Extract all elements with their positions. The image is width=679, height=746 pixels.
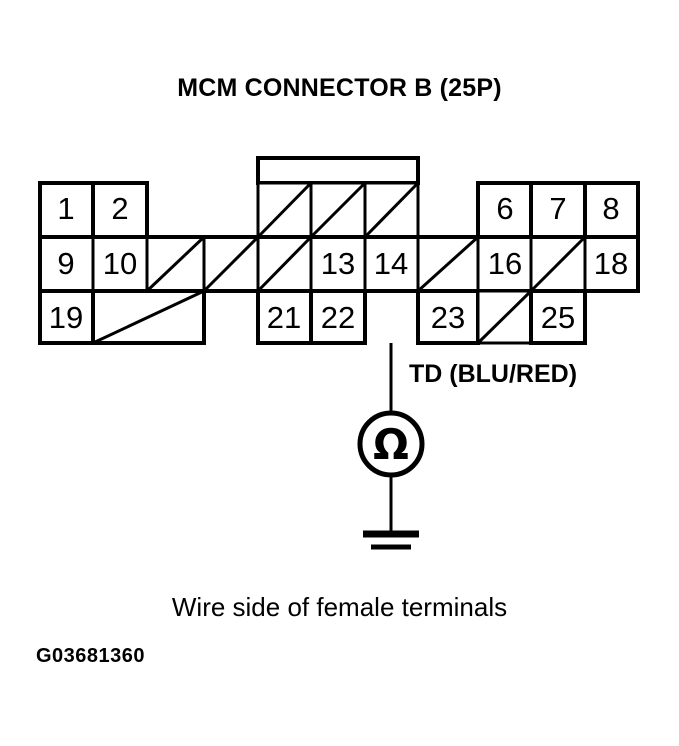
ohm-icon: Ω xyxy=(373,420,409,469)
blank-diagonal-3 xyxy=(256,181,313,239)
terminal-label-9: 9 xyxy=(57,246,74,281)
connector-latch-tab xyxy=(256,156,420,185)
connector-center-top-tab xyxy=(256,156,420,185)
diagram-caption: Wire side of female terminals xyxy=(171,592,508,622)
terminal-cell-25 xyxy=(529,289,587,345)
terminal-cell-6 xyxy=(476,181,533,239)
terminal-label-16: 16 xyxy=(488,246,522,281)
terminal-label-1: 1 xyxy=(57,191,74,226)
terminal-label-19: 19 xyxy=(49,300,83,335)
terminal-cell-2 xyxy=(91,181,149,239)
connector-row-1: 1 2 xyxy=(38,181,149,239)
connector-row-2: 9 10 13 14 16 18 xyxy=(38,235,640,293)
connector-row-3-right: 23 25 xyxy=(416,289,587,345)
blank-diagonal-24 xyxy=(476,289,533,345)
terminal-label-23: 23 xyxy=(431,300,465,335)
terminal-label-8: 8 xyxy=(602,191,619,226)
terminal-label-10: 10 xyxy=(103,246,137,281)
blank-diagonal-12b xyxy=(256,235,313,293)
ohmmeter-symbol: Ω xyxy=(357,410,425,478)
blank-diagonal-4 xyxy=(309,181,367,239)
td-wire-label: TD (BLU/RED) xyxy=(409,360,578,388)
connector-row-1-center xyxy=(256,181,420,239)
terminal-cell-19 xyxy=(38,289,95,345)
terminal-label-22: 22 xyxy=(321,300,355,335)
terminal-cell-8 xyxy=(583,181,640,239)
ground-icon xyxy=(363,530,419,550)
blank-diagonal-15 xyxy=(416,235,480,293)
terminal-cell-22 xyxy=(309,289,367,345)
terminal-label-2: 2 xyxy=(111,191,128,226)
connector-row-1-right: 6 7 8 xyxy=(476,181,640,239)
terminal-label-6: 6 xyxy=(496,191,513,226)
terminal-label-14: 14 xyxy=(374,246,408,281)
blank-diagonal-11 xyxy=(145,235,206,293)
connector-row-3-center: 21 22 xyxy=(256,289,367,345)
blank-diagonal-17 xyxy=(529,235,587,293)
terminal-label-25: 25 xyxy=(541,300,575,335)
terminal-label-21: 21 xyxy=(267,300,301,335)
figure-code: G03681360 xyxy=(36,645,146,667)
terminal-cell-1 xyxy=(38,181,95,239)
blank-diagonal-12 xyxy=(202,235,260,293)
page-title: MCM CONNECTOR B (25P) xyxy=(177,74,502,102)
terminal-label-7: 7 xyxy=(549,191,566,226)
terminal-label-13: 13 xyxy=(321,246,355,281)
connector-row-3-left: 19 xyxy=(38,289,206,345)
terminal-label-18: 18 xyxy=(594,246,628,281)
blank-diagonal-20 xyxy=(92,289,205,345)
blank-diagonal-5 xyxy=(363,181,420,239)
